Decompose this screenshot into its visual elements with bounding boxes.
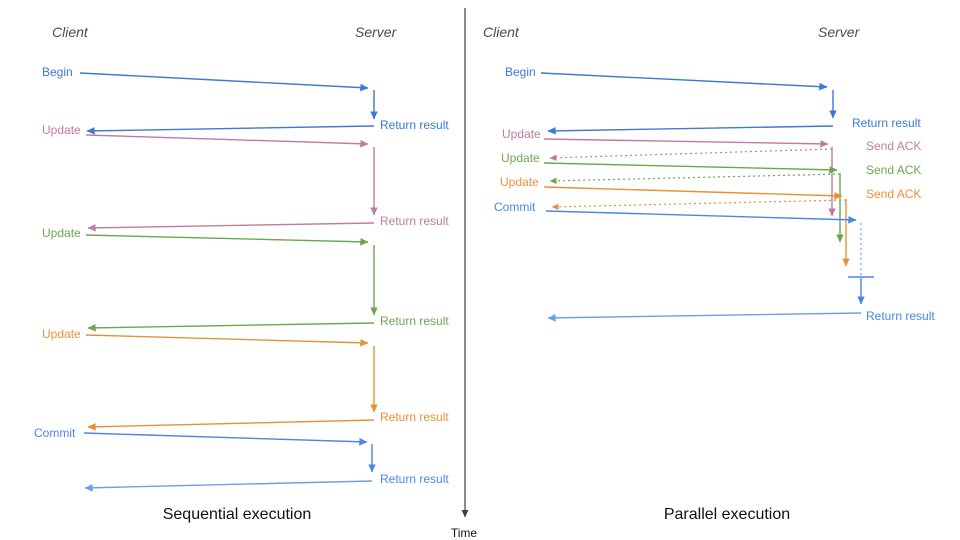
par-commit-return-line	[547, 312, 862, 322]
seq-begin-request-line	[79, 72, 369, 92]
par-update2-request-line	[543, 162, 838, 174]
seq-update2-request-line	[85, 234, 369, 246]
par-commit-response-label: Return result	[866, 309, 935, 323]
seq-update3-response-label: Return result	[380, 410, 449, 424]
seq-update2-label: Update	[42, 226, 81, 240]
seq-update2-return-line	[87, 322, 375, 332]
parallel-diagram: Client Server Begin Return result Update…	[483, 24, 935, 523]
seq-begin-label: Begin	[42, 65, 73, 79]
seq-commit-request-line	[83, 432, 368, 446]
par-update1-ack-label: Send ACK	[866, 139, 921, 153]
sequential-diagram: Client Server Begin Return result Update…	[34, 24, 449, 523]
seq-update3-return-line	[87, 419, 375, 431]
seq-update1-return-line	[87, 222, 375, 232]
par-begin-request-line	[540, 72, 828, 91]
seq-server-header: Server	[355, 24, 398, 40]
seq-update2-response-label: Return result	[380, 314, 449, 328]
seq-commit-return-line	[84, 480, 373, 492]
par-update1-request-line	[543, 138, 829, 148]
par-update3-request-line	[543, 186, 843, 200]
par-update3-label: Update	[500, 175, 539, 189]
par-commit-label: Commit	[494, 200, 536, 214]
par-begin-label: Begin	[505, 65, 536, 79]
seq-update1-request-line	[85, 134, 369, 148]
seq-update3-request-line	[85, 334, 369, 347]
time-axis-label: Time	[451, 526, 478, 540]
par-commit-request-line	[545, 210, 857, 224]
seq-client-header: Client	[52, 24, 89, 40]
seq-commit-label: Commit	[34, 426, 76, 440]
seq-update1-label: Update	[42, 123, 81, 137]
parallel-title: Parallel execution	[664, 506, 790, 523]
par-update3-ack-line	[551, 199, 847, 211]
seq-begin-response-label: Return result	[380, 118, 449, 132]
par-server-header: Server	[818, 24, 861, 40]
time-axis: Time	[451, 8, 478, 540]
par-update2-ack-label: Send ACK	[866, 163, 921, 177]
par-update2-ack-line	[549, 173, 841, 185]
par-update3-ack-label: Send ACK	[866, 187, 921, 201]
par-begin-return-line	[547, 125, 834, 135]
par-update1-ack-line	[549, 148, 833, 162]
par-update1-label: Update	[502, 127, 541, 141]
sequential-title: Sequential execution	[163, 506, 312, 523]
par-begin-response-label: Return result	[852, 116, 921, 130]
seq-update1-response-label: Return result	[380, 214, 449, 228]
seq-begin-return-line	[86, 125, 375, 135]
seq-update3-label: Update	[42, 327, 81, 341]
par-update2-label: Update	[501, 151, 540, 165]
seq-commit-response-label: Return result	[380, 472, 449, 486]
par-client-header: Client	[483, 24, 520, 40]
